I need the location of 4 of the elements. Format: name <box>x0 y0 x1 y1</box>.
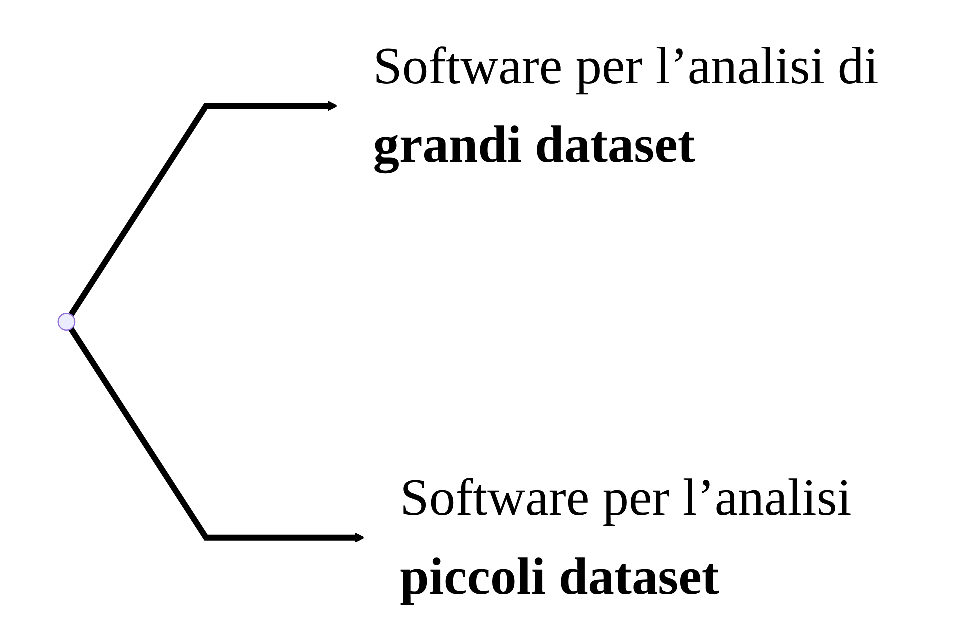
arrow <box>68 100 338 317</box>
node-text: Software per l’analisi piccoli dataset <box>400 468 852 606</box>
arrow <box>68 327 365 544</box>
node-text: Software per l’analisi di grandi dataset <box>373 36 879 174</box>
